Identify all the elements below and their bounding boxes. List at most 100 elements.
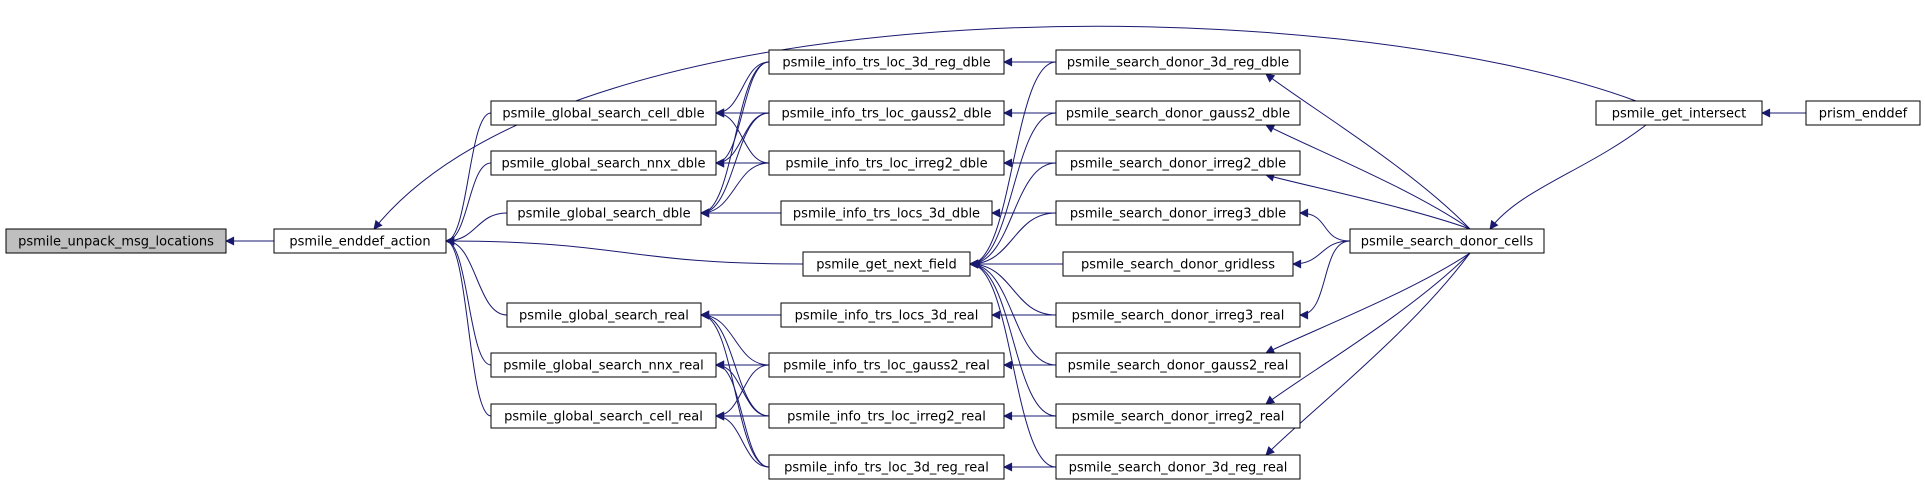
call-edge-n6-n1 xyxy=(445,236,492,366)
node-label: psmile_global_search_real xyxy=(519,309,689,324)
node-psmile-enddef-action[interactable]: psmile_enddef_action xyxy=(273,228,447,254)
node-label: psmile_search_donor_irreg2_dble xyxy=(1070,157,1286,172)
node-box[interactable] xyxy=(1055,200,1301,226)
call-edge-n26-n21 xyxy=(1292,240,1351,269)
node-psmile-global-search-real[interactable]: psmile_global_search_real xyxy=(506,302,702,328)
node-psmile-info-trs-loc-irreg2-dble[interactable]: psmile_info_trs_loc_irreg2_dble xyxy=(768,150,1005,176)
node-box[interactable] xyxy=(1805,100,1921,126)
node-psmile-search-donor-3d-reg-dble[interactable]: psmile_search_donor_3d_reg_dble xyxy=(1055,49,1301,75)
node-psmile-info-trs-loc-3d-reg-dble[interactable]: psmile_info_trs_loc_3d_reg_dble xyxy=(768,49,1005,75)
node-box[interactable] xyxy=(768,352,1005,378)
call-edge-n24-n12 xyxy=(969,259,1057,417)
call-edge-n4-n1 xyxy=(445,212,508,246)
node-label: psmile_search_donor_irreg3_real xyxy=(1072,309,1285,324)
node-box[interactable] xyxy=(768,100,1005,126)
node-psmile-info-trs-loc-gauss2-dble[interactable]: psmile_info_trs_loc_gauss2_dble xyxy=(768,100,1005,126)
node-psmile-info-trs-loc-3d-reg-real[interactable]: psmile_info_trs_loc_3d_reg_real xyxy=(768,454,1005,480)
node-label: psmile_info_trs_loc_irreg2_dble xyxy=(785,157,987,172)
node-psmile-get-intersect[interactable]: psmile_get_intersect xyxy=(1595,100,1763,126)
node-label: psmile_global_search_cell_dble xyxy=(502,107,704,122)
node-box[interactable] xyxy=(780,302,993,328)
node-box[interactable] xyxy=(1349,228,1545,254)
node-label: psmile_search_donor_3d_reg_dble xyxy=(1067,56,1289,71)
node-psmile-global-search-dble[interactable]: psmile_global_search_dble xyxy=(506,200,702,226)
node-box[interactable] xyxy=(1055,403,1301,429)
node-label: psmile_get_next_field xyxy=(816,258,957,273)
node-label: psmile_search_donor_3d_reg_real xyxy=(1069,461,1288,476)
call-edge-n26-n20 xyxy=(1299,208,1351,242)
node-psmile-search-donor-3d-reg-real[interactable]: psmile_search_donor_3d_reg_real xyxy=(1055,454,1301,480)
node-psmile-search-donor-irreg2-real[interactable]: psmile_search_donor_irreg2_real xyxy=(1055,403,1301,429)
node-label: psmile_info_trs_loc_irreg2_real xyxy=(787,410,986,425)
call-edge-n26-n17 xyxy=(1265,73,1471,230)
node-psmile-search-donor-gauss2-real[interactable]: psmile_search_donor_gauss2_real xyxy=(1055,352,1301,378)
node-psmile-global-search-nnx-dble[interactable]: psmile_global_search_nnx_dble xyxy=(490,150,717,176)
edge-layer xyxy=(225,25,1806,472)
node-box[interactable] xyxy=(1055,150,1301,176)
call-edge-n27-n26 xyxy=(1489,124,1647,230)
call-edge-n12-n1 xyxy=(445,236,804,265)
node-box[interactable] xyxy=(1055,352,1301,378)
node-psmile-info-trs-loc-gauss2-real[interactable]: psmile_info_trs_loc_gauss2_real xyxy=(768,352,1005,378)
node-box[interactable] xyxy=(768,49,1005,75)
call-edge-n17-n12 xyxy=(969,61,1057,269)
node-box[interactable] xyxy=(768,150,1005,176)
node-psmile-search-donor-irreg3-real[interactable]: psmile_search_donor_irreg3_real xyxy=(1055,302,1301,328)
node-label: psmile_search_donor_irreg3_dble xyxy=(1070,207,1286,222)
call-edge-n5-n1 xyxy=(445,236,508,316)
call-edge-n9-n3 xyxy=(715,112,770,168)
call-edge-n26-n24 xyxy=(1265,252,1471,405)
node-box[interactable] xyxy=(780,200,993,226)
node-psmile-search-donor-irreg3-dble[interactable]: psmile_search_donor_irreg3_dble xyxy=(1055,200,1301,226)
node-box[interactable] xyxy=(490,150,717,176)
node-label: psmile_global_search_cell_real xyxy=(504,410,703,425)
node-box[interactable] xyxy=(506,302,702,328)
node-psmile-search-donor-gridless[interactable]: psmile_search_donor_gridless xyxy=(1062,251,1294,277)
node-box[interactable] xyxy=(1055,49,1301,75)
node-box[interactable] xyxy=(490,403,717,429)
node-psmile-search-donor-irreg2-dble[interactable]: psmile_search_donor_irreg2_dble xyxy=(1055,150,1301,176)
node-box[interactable] xyxy=(1055,302,1301,328)
node-box[interactable] xyxy=(5,228,227,254)
node-psmile-info-trs-locs-3d-dble[interactable]: psmile_info_trs_locs_3d_dble xyxy=(780,200,993,226)
call-edge-n10-n4 xyxy=(700,162,770,218)
node-label: psmile_get_intersect xyxy=(1612,107,1747,122)
node-box[interactable] xyxy=(768,403,1005,429)
node-label: psmile_search_donor_gauss2_real xyxy=(1068,359,1289,374)
node-label: psmile_search_donor_irreg2_real xyxy=(1072,410,1285,425)
node-box[interactable] xyxy=(1595,100,1763,126)
call-edge-n8-n4 xyxy=(700,61,770,218)
call-edge-n22-n12 xyxy=(969,259,1057,316)
node-label: psmile_enddef_action xyxy=(289,235,430,250)
node-psmile-global-search-cell-dble[interactable]: psmile_global_search_cell_dble xyxy=(490,100,717,126)
node-psmile-info-trs-loc-irreg2-real[interactable]: psmile_info_trs_loc_irreg2_real xyxy=(768,403,1005,429)
node-psmile-search-donor-gauss2-dble[interactable]: psmile_search_donor_gauss2_dble xyxy=(1055,100,1301,126)
node-box[interactable] xyxy=(490,100,717,126)
node-prism-enddef[interactable]: prism_enddef xyxy=(1805,100,1921,126)
node-psmile-global-search-cell-real[interactable]: psmile_global_search_cell_real xyxy=(490,403,717,429)
call-edge-n2-n1 xyxy=(445,112,492,246)
node-box[interactable] xyxy=(768,454,1005,480)
node-box[interactable] xyxy=(273,228,447,254)
node-label: psmile_search_donor_gauss2_dble xyxy=(1066,107,1290,122)
call-edge-n23-n12 xyxy=(969,259,1057,366)
call-edge-n27-n1 xyxy=(373,25,1637,230)
node-label: psmile_info_trs_loc_gauss2_dble xyxy=(781,107,991,122)
node-psmile-info-trs-locs-3d-real[interactable]: psmile_info_trs_locs_3d_real xyxy=(780,302,993,328)
node-psmile-search-donor-cells[interactable]: psmile_search_donor_cells xyxy=(1349,228,1545,254)
node-box[interactable] xyxy=(1062,251,1294,277)
node-box[interactable] xyxy=(802,251,971,277)
call-edge-n18-n12 xyxy=(969,112,1057,269)
node-box[interactable] xyxy=(1055,454,1301,480)
node-psmile-global-search-nnx-real[interactable]: psmile_global_search_nnx_real xyxy=(490,352,717,378)
node-psmile-get-next-field[interactable]: psmile_get_next_field xyxy=(802,251,971,277)
call-edge-n20-n12 xyxy=(969,212,1057,269)
node-psmile-unpack-msg-locations[interactable]: psmile_unpack_msg_locations xyxy=(5,228,227,254)
node-box[interactable] xyxy=(1055,100,1301,126)
node-box[interactable] xyxy=(490,352,717,378)
node-label: psmile_info_trs_loc_gauss2_real xyxy=(783,359,990,374)
call-edge-n14-n5 xyxy=(700,310,770,366)
node-box[interactable] xyxy=(506,200,702,226)
call-edge-n14-n7 xyxy=(715,364,770,421)
